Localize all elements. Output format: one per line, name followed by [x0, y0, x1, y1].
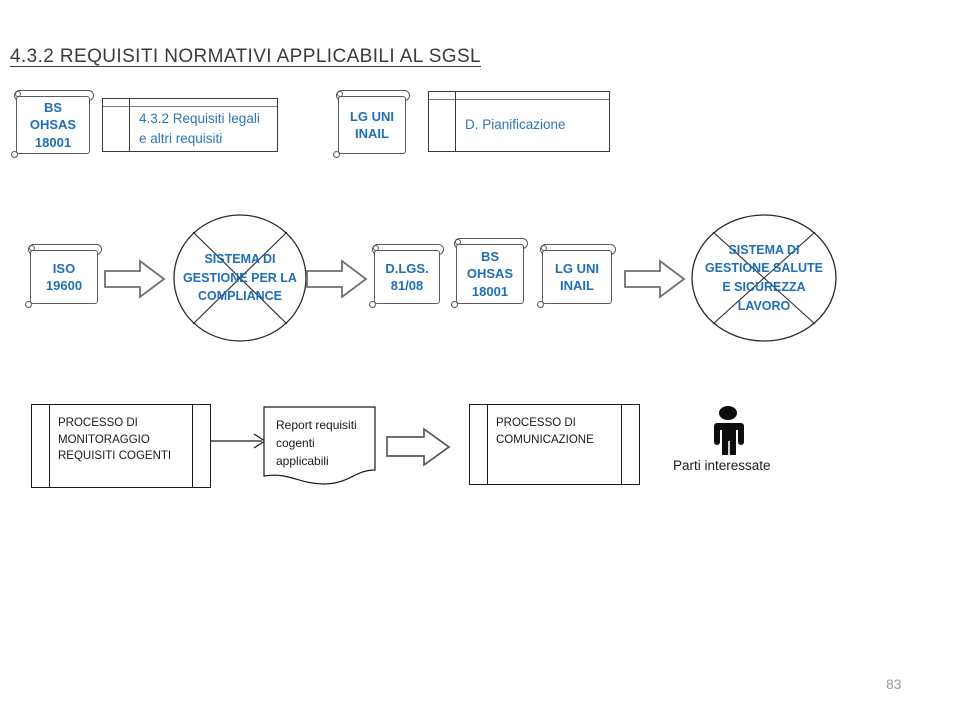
standard-card-label: LG UNI INAIL	[338, 96, 406, 154]
scroll-curl-top-left	[373, 245, 379, 251]
standard-card-label: LG UNI INAIL	[542, 250, 612, 304]
clause-box-requisiti-legali: 4.3.2 Requisiti legali e altri requisiti	[102, 98, 278, 152]
label-line: MONITORAGGIO	[58, 433, 150, 446]
label-line: COMPLIANCE	[197, 289, 283, 304]
label-line: REQUISITI COGENTI	[58, 450, 172, 463]
document-label: Report requisiti cogenti applicabili	[276, 416, 374, 470]
clause-box-text: 4.3.2 Requisiti legali e altri requisiti	[139, 110, 260, 146]
docbox-top-rule	[429, 99, 609, 100]
label-line: PROCESSO DI	[496, 417, 576, 429]
arrow-monitoring-to-report	[210, 430, 270, 452]
scroll-curl-bottom-left	[25, 301, 32, 308]
scroll-curl-top-left	[337, 91, 343, 97]
standard-card-label: BS OHSAS 18001	[16, 96, 90, 154]
node-label: SISTEMA DI GESTIONE SALUTE E SICUREZZA L…	[690, 213, 838, 343]
label-line: D.LGS.	[385, 260, 429, 276]
document-report-requisiti: Report requisiti cogenti applicabili	[263, 406, 382, 488]
label-line: ISO	[52, 260, 76, 276]
scroll-body	[30, 250, 98, 304]
scroll-curl-bottom-left	[11, 151, 18, 158]
scroll-body	[338, 96, 406, 154]
standard-card-label: ISO 19600	[30, 250, 98, 304]
stakeholders-label: Parti interessate	[673, 458, 771, 473]
scroll-curl-bottom-left	[333, 151, 340, 158]
person-icon	[705, 405, 751, 460]
standard-card-iso-19600: ISO 19600	[22, 242, 104, 312]
scroll-curl-top-left	[541, 245, 547, 251]
standard-card-label: BS OHSAS 18001	[456, 244, 524, 304]
label-line: BS	[43, 100, 63, 116]
standard-card-lg-uni-inail-top: LG UNI INAIL	[330, 88, 412, 162]
page-number: 83	[886, 676, 902, 692]
section-box-text: D. Pianificazione	[465, 117, 566, 133]
section-box-pianificazione: D. Pianificazione	[428, 91, 610, 152]
standard-card-label: D.LGS. 81/08	[374, 250, 440, 304]
label-line: BS	[480, 249, 500, 265]
label-line: SISTEMA DI	[204, 251, 276, 266]
node-sistema-gestione-sicurezza: SISTEMA DI GESTIONE SALUTE E SICUREZZA L…	[690, 213, 838, 343]
label-line: applicabili	[276, 454, 329, 468]
scroll-curl-bottom-left	[451, 301, 458, 308]
label-line: INAIL	[355, 126, 389, 141]
label-line: GESTIONE PER LA	[183, 270, 297, 285]
process-box-comunicazione: PROCESSO DI COMUNICAZIONE	[469, 404, 640, 485]
label-line: PROCESSO DI	[58, 417, 138, 429]
label-line: INAIL	[560, 278, 594, 293]
arrow-iso-to-compliance	[104, 258, 166, 300]
arrow-compliance-to-standards	[306, 258, 368, 300]
docbox-left-divider	[129, 99, 130, 151]
node-label: SISTEMA DI GESTIONE PER LA COMPLIANCE	[172, 213, 308, 343]
label-line: COMUNICAZIONE	[496, 433, 594, 446]
standard-card-bs-ohsas-18001-middle: BS OHSAS 18001	[448, 236, 530, 312]
standard-card-bs-ohsas-18001-top: BS OHSAS 18001	[8, 88, 96, 162]
process-left-bar	[49, 405, 50, 487]
process-right-bar	[192, 405, 193, 487]
arrow-report-to-communication	[386, 427, 452, 467]
label-line: LG UNI	[349, 108, 395, 124]
page-title: 4.3.2 REQUISITI NORMATIVI APPLICABILI AL…	[10, 46, 481, 67]
label-line: LAVORO	[737, 298, 791, 313]
standard-card-lg-uni-inail-middle: LG UNI INAIL	[534, 242, 618, 312]
standard-card-dlgs-81-08: D.LGS. 81/08	[366, 242, 446, 312]
scroll-curl-top-left	[15, 91, 21, 97]
scroll-body	[542, 250, 612, 304]
label-line: 19600	[45, 278, 83, 293]
scroll-curl-bottom-left	[369, 301, 376, 308]
scroll-body	[456, 244, 524, 304]
process-left-bar	[487, 405, 488, 484]
label-line: 18001	[34, 134, 72, 150]
scroll-body	[16, 96, 90, 154]
label-line: 18001	[471, 283, 509, 299]
docbox-top-rule	[103, 106, 277, 107]
scroll-body	[374, 250, 440, 304]
scroll-curl-bottom-left	[537, 301, 544, 308]
scroll-curl-top-left	[455, 239, 461, 245]
label-line: cogenti	[276, 436, 315, 450]
arrow-standards-to-sgsl	[624, 258, 686, 300]
label-line: OHSAS	[29, 117, 77, 133]
scroll-curl-top-left	[29, 245, 35, 251]
process-box-monitoraggio: PROCESSO DI MONITORAGGIO REQUISITI COGEN…	[31, 404, 211, 488]
label-line: Report requisiti	[276, 418, 357, 432]
label-line: LG UNI	[554, 260, 600, 276]
label-line: SISTEMA DI	[728, 242, 800, 257]
docbox-left-divider	[455, 92, 456, 151]
label-line: 81/08	[390, 278, 424, 293]
process-box-label: PROCESSO DI COMUNICAZIONE	[496, 415, 613, 448]
process-box-label: PROCESSO DI MONITORAGGIO REQUISITI COGEN…	[58, 415, 184, 465]
process-right-bar	[621, 405, 622, 484]
label-line: E SICUREZZA	[722, 280, 806, 294]
label-line: OHSAS	[466, 266, 514, 282]
label-line: GESTIONE SALUTE	[704, 261, 824, 276]
node-sistema-gestione-compliance: SISTEMA DI GESTIONE PER LA COMPLIANCE	[172, 213, 308, 343]
